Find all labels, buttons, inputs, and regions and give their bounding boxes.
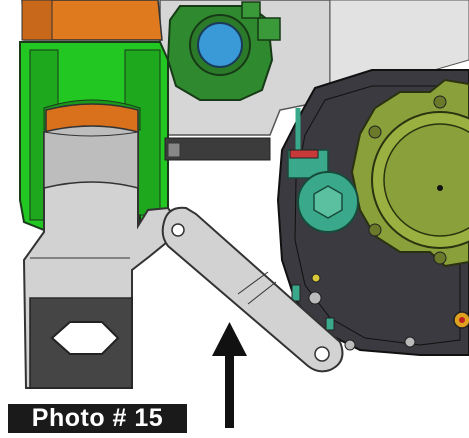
photo-caption: Photo # 15: [8, 404, 187, 433]
orange-part: [21, 0, 163, 41]
olive-gear: [350, 78, 469, 268]
green-fitting: [166, 1, 281, 101]
teal-fitting: [287, 108, 359, 233]
gray-link-arm: [161, 206, 344, 373]
blue-port: [197, 22, 243, 68]
arrow-up-icon: [212, 322, 247, 428]
bolt-stub: [164, 137, 271, 161]
gray-bracket: [22, 125, 180, 389]
